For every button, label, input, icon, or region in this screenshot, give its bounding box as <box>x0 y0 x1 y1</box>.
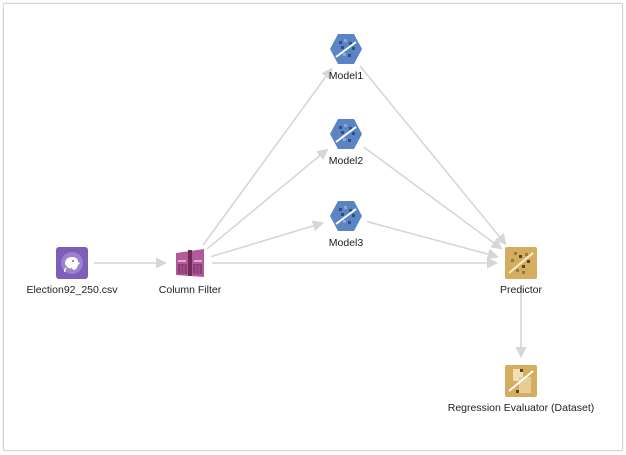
regression-evaluator-icon <box>505 365 537 397</box>
edge-model3-to-predictor[interactable] <box>367 220 499 260</box>
column-filter-icon <box>174 247 206 279</box>
node-label: Predictor <box>499 284 542 296</box>
node-predictor[interactable]: Predictor <box>471 247 571 296</box>
node-label: Column Filter <box>158 284 222 296</box>
node-election-csv[interactable]: Election92_250.csv <box>22 247 122 296</box>
node-model1[interactable]: Model1 <box>296 33 396 82</box>
edge-filter-to-model3[interactable] <box>210 220 325 258</box>
node-column-filter[interactable]: Column Filter <box>140 247 240 296</box>
model-hexagon-icon <box>330 33 362 65</box>
node-label: Model2 <box>328 155 364 167</box>
edge-model1-to-predictor[interactable] <box>359 65 507 246</box>
model-hexagon-icon <box>330 118 362 150</box>
node-model2[interactable]: Model2 <box>296 118 396 167</box>
node-label: Election92_250.csv <box>26 284 118 296</box>
election-dataset-icon <box>56 247 88 279</box>
node-label: Regression Evaluator (Dataset) <box>447 402 595 414</box>
node-label: Model3 <box>328 237 364 249</box>
edge-filter-to-model1[interactable] <box>202 67 333 246</box>
model-hexagon-icon <box>330 200 362 232</box>
predictor-icon <box>505 247 537 279</box>
node-label: Model1 <box>328 70 364 82</box>
edge-filter-to-model2[interactable] <box>206 148 329 250</box>
edge-model2-to-predictor[interactable] <box>363 146 503 250</box>
node-regression-evaluator[interactable]: Regression Evaluator (Dataset) <box>431 365 611 414</box>
node-model3[interactable]: Model3 <box>296 200 396 249</box>
